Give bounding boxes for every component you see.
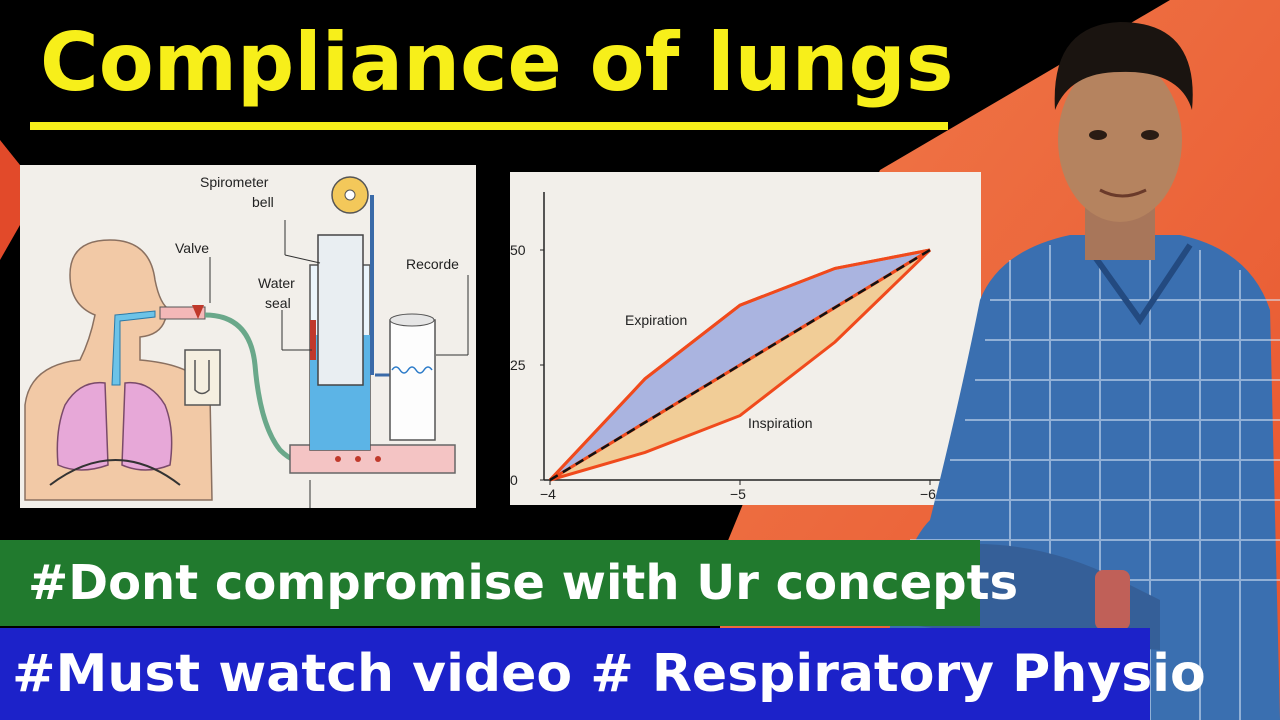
y-tick-label: 25 (510, 357, 526, 373)
spirometer-diagram: Spirometer bell Valve Water seal Recorde (20, 165, 476, 508)
y-tick-label: 50 (510, 242, 526, 258)
inspiration-label: Inspiration (748, 415, 813, 431)
banner-must-watch: #Must watch video # Respiratory Physio (0, 628, 1206, 720)
compliance-chart: 0 25 50 −4 −5 −6 Expiration Inspiration (510, 172, 981, 505)
expiration-label: Expiration (625, 312, 687, 328)
x-tick-label: −4 (540, 486, 556, 502)
title-underline (30, 122, 948, 130)
page-title: Compliance of lungs (40, 16, 954, 109)
x-tick-label: −6 (920, 486, 936, 502)
label-seal: seal (265, 295, 291, 311)
label-water: Water (258, 275, 295, 291)
y-tick-label: 0 (510, 472, 518, 488)
banner-concepts: #Dont compromise with Ur concepts (0, 540, 1018, 626)
x-tick-label: −5 (730, 486, 746, 502)
label-spirometer: Spirometer (200, 174, 269, 190)
label-valve: Valve (175, 240, 209, 256)
label-bell: bell (252, 194, 274, 210)
label-recorder: Recorde (406, 256, 459, 272)
expiration-curve (548, 248, 931, 482)
